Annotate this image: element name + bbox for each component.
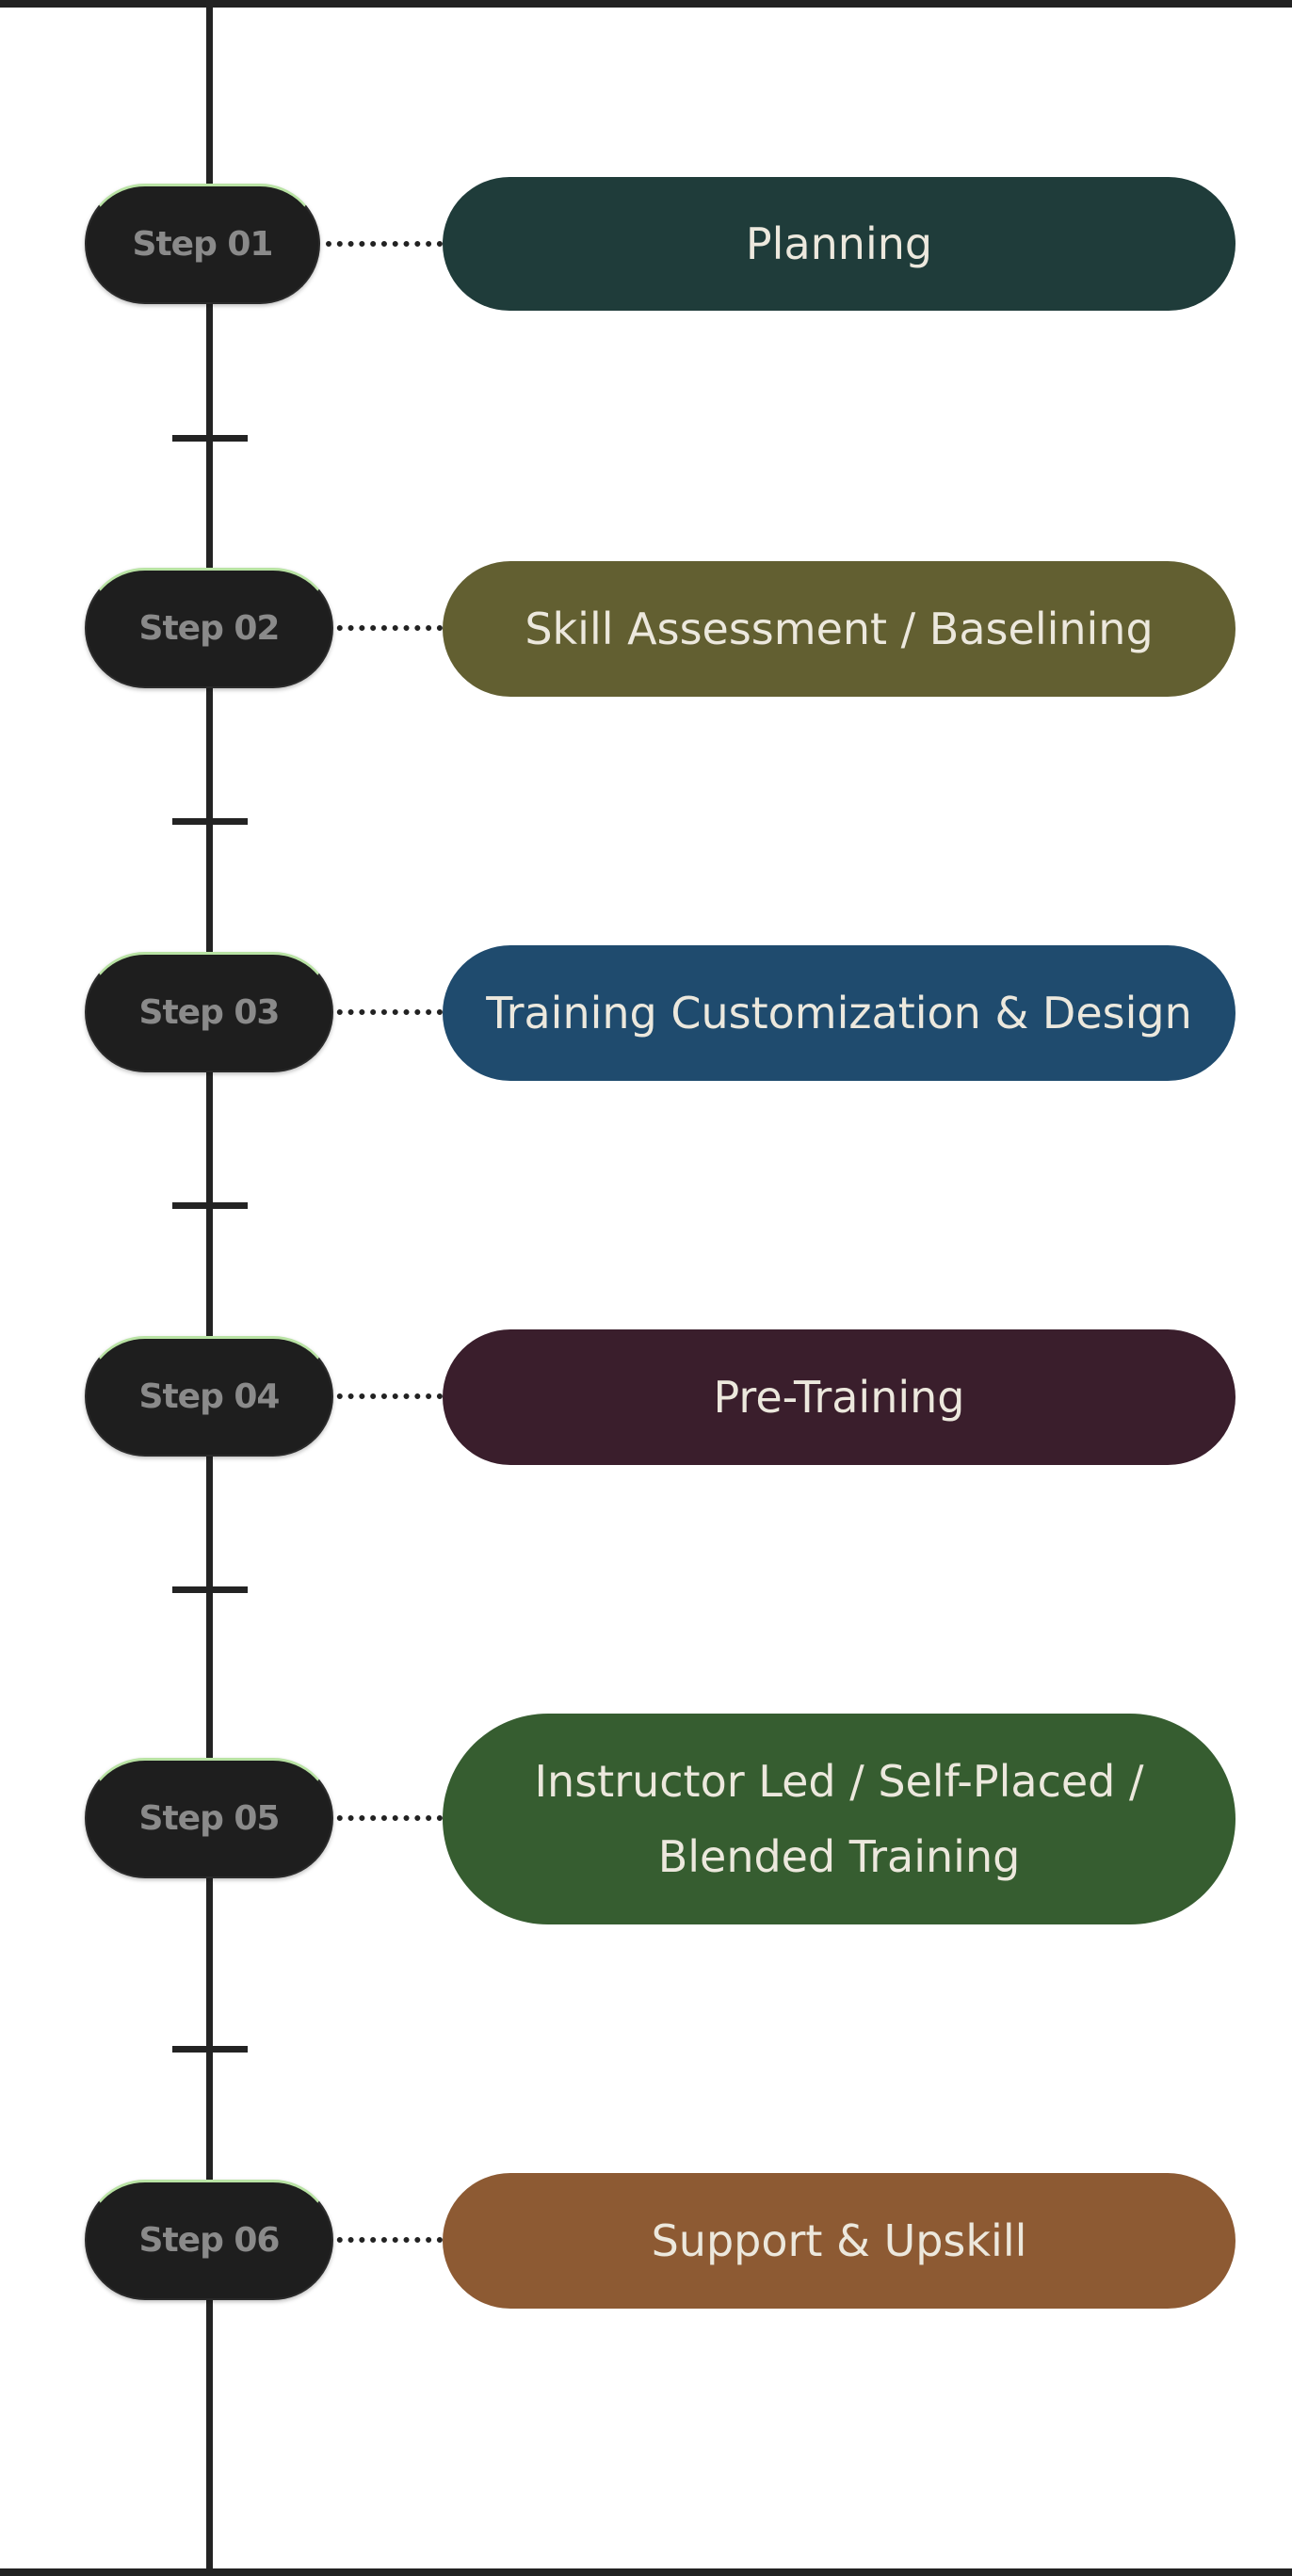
step-badge-04: Step 04 [85,1336,333,1457]
bottom-border [0,2568,1292,2576]
step-pill-05: Instructor Led / Self-Placed / Blended T… [443,1714,1235,1924]
step-label-04: Pre-Training [713,1372,965,1423]
step-badge-03: Step 03 [85,952,333,1072]
step-label-01: Planning [745,218,933,269]
step-connector-04 [326,1393,443,1399]
step-pill-04: Pre-Training [443,1329,1235,1465]
step-badge-01: Step 01 [85,184,320,304]
timeline-tick [172,2046,248,2053]
step-connector-02 [326,625,443,631]
step-connector-01 [326,241,443,247]
timeline-tick [172,1202,248,1209]
top-border [0,0,1292,8]
step-label-03: Training Customization & Design [486,988,1192,1038]
step-badge-06: Step 06 [85,2180,333,2300]
step-pill-06: Support & Upskill [443,2173,1235,2309]
step-connector-03 [326,1009,443,1015]
step-label-02: Skill Assessment / Baselining [525,604,1154,654]
timeline-tick [172,1586,248,1593]
step-badge-02: Step 02 [85,568,333,688]
step-pill-02: Skill Assessment / Baselining [443,561,1235,697]
timeline-line [206,0,213,2576]
step-pill-01: Planning [443,177,1235,311]
timeline-tick [172,435,248,442]
step-pill-03: Training Customization & Design [443,945,1235,1081]
step-connector-05 [326,1815,443,1821]
timeline-tick [172,818,248,825]
step-badge-05: Step 05 [85,1758,333,1878]
step-connector-06 [326,2237,443,2243]
step-label-05: Instructor Led / Self-Placed / Blended T… [534,1756,1144,1882]
step-label-06: Support & Upskill [651,2215,1027,2266]
